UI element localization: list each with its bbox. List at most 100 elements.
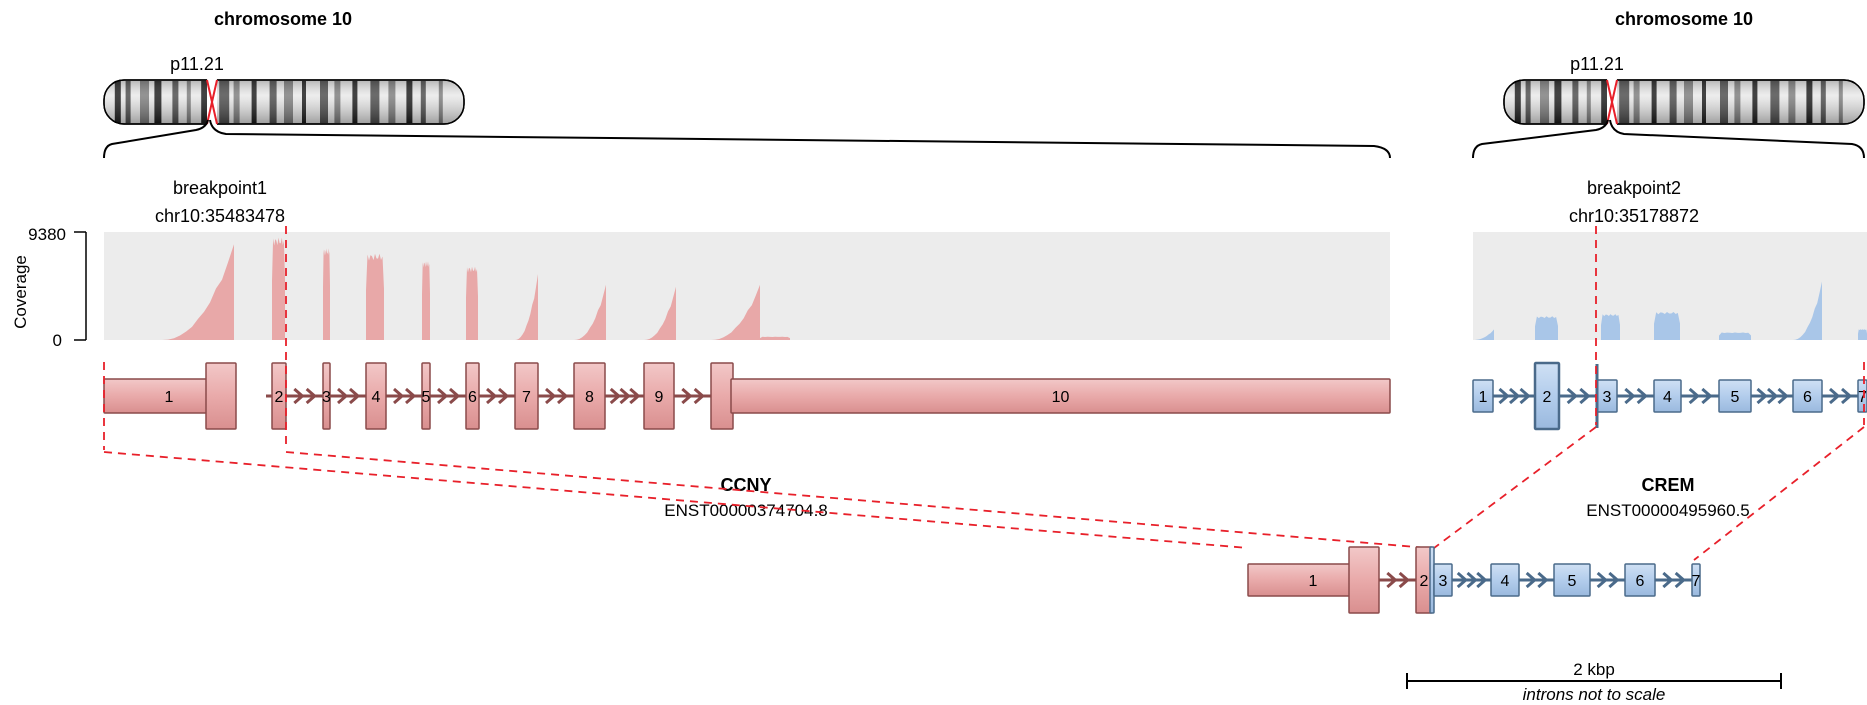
breakpoint1-position: chr10:35483478	[155, 206, 285, 226]
intron-arrow	[1456, 571, 1468, 589]
ccny-exon-10-label: 10	[1052, 389, 1070, 406]
coverage-peak	[1473, 329, 1494, 340]
zoom-bracket-left-a	[103, 119, 209, 159]
intron-arrow	[337, 387, 348, 405]
coverage-peak	[711, 284, 760, 340]
coverage-peak	[1535, 316, 1558, 340]
ccny-exon-4-label: 4	[372, 389, 381, 406]
crem-exon-5	[1718, 379, 1752, 413]
coverage-peak	[162, 244, 234, 340]
intron-arrow	[1829, 387, 1840, 405]
coverage-peak	[323, 248, 330, 340]
coverage-peak	[466, 266, 478, 340]
intron-arrow	[1701, 387, 1712, 405]
fusion-exon-2-label: 2	[1420, 573, 1429, 590]
intron-arrow	[1537, 571, 1548, 589]
coverage-peak	[272, 237, 285, 340]
intron-arrow	[449, 387, 460, 405]
breakpoint-guides	[103, 226, 1865, 561]
chromosome-shading	[103, 79, 465, 125]
breakpoint2-label: breakpoint2	[1587, 178, 1681, 198]
fusion-exon-4	[1490, 563, 1520, 597]
fusion-exon-6	[1624, 563, 1656, 597]
intron-arrow	[1608, 571, 1619, 589]
ccny-exon-5-label: 5	[422, 389, 431, 406]
transcript-id-right: ENST00000495960.5	[1586, 501, 1750, 520]
intron-arrow	[1466, 571, 1477, 589]
fusion-end-guide	[1693, 426, 1865, 561]
scale-note: introns not to scale	[1523, 685, 1666, 704]
intron-arrow	[1688, 387, 1700, 405]
band-label-right: p11.21	[1570, 54, 1624, 74]
intron-arrow	[619, 387, 630, 405]
crem-exon-3-label: 3	[1603, 389, 1612, 406]
zoom-bracket-left-b	[209, 119, 1391, 159]
intron-arrow	[1756, 387, 1767, 405]
intron-arrow	[405, 387, 416, 405]
intron-arrow	[693, 387, 705, 405]
intron-arrow	[1579, 387, 1590, 405]
intron-arrow	[1519, 387, 1530, 405]
breakpoint2-position: chr10:35178872	[1569, 206, 1699, 226]
ccny-exon-1-label: 1	[165, 389, 174, 406]
ccny-exon-6	[465, 362, 480, 430]
coverage-min-label: 0	[53, 331, 62, 350]
fusion-bp2-guide	[1433, 426, 1597, 549]
intron-arrow	[1767, 387, 1778, 405]
fusion-start-guide	[103, 451, 1249, 549]
coverage-peak	[1719, 332, 1751, 340]
chromosome-title-right: chromosome 10	[1615, 9, 1753, 29]
coverage-track-right	[1473, 281, 1867, 340]
crem-exon-2-label: 2	[1543, 389, 1552, 406]
ccny-exon-1-cds	[205, 362, 237, 430]
breakpoint-marker	[206, 79, 218, 125]
fusion-exon-5	[1553, 563, 1591, 597]
fusion-exon-6-label: 6	[1636, 573, 1645, 590]
ccny-exon-4	[365, 362, 387, 430]
chromosome-title-left: chromosome 10	[214, 9, 352, 29]
coverage-peak	[574, 284, 606, 340]
breakpoint-marker	[1606, 79, 1618, 125]
coverage-axis-label: Coverage	[11, 255, 30, 329]
coverage-peak	[1654, 312, 1680, 340]
chromosome-shading	[1503, 79, 1865, 125]
fusion-exon-3-label: 3	[1439, 573, 1448, 590]
intron-arrow	[1525, 571, 1537, 589]
crem-exon-2	[1533, 361, 1561, 431]
fusion-exon-5-label: 5	[1568, 573, 1577, 590]
intron-arrow	[545, 387, 556, 405]
coverage-peak	[515, 274, 538, 340]
fusion-exon-7-label: 7	[1692, 573, 1701, 590]
ccny-exon-8	[573, 362, 606, 430]
band-label-left: p11.21	[170, 54, 224, 74]
intron-arrow	[1841, 387, 1852, 405]
intron-arrow	[609, 387, 621, 405]
fusion-exon-3	[1433, 563, 1453, 597]
crem-exon-6	[1792, 379, 1823, 413]
fusion-exon-4-label: 4	[1501, 573, 1510, 590]
transcript-id-left: ENST00000374704.8	[664, 501, 828, 520]
crem-exon-4	[1653, 379, 1682, 413]
intron-arrow	[629, 387, 640, 405]
coverage-peak	[366, 253, 384, 340]
intron-arrow	[1498, 387, 1509, 405]
intron-arrow	[1596, 571, 1608, 589]
coverage-track-left	[162, 237, 790, 340]
intron-arrow	[1777, 387, 1788, 405]
ccny-exon-8-label: 8	[585, 389, 594, 406]
ccny-exon-5	[421, 362, 431, 430]
intron-arrow	[486, 387, 497, 405]
crem-exon-4-label: 4	[1663, 389, 1672, 406]
crem-exon-7-label: 7	[1858, 389, 1867, 406]
fusion-bp1-guide	[285, 451, 1429, 549]
crem-exon-7	[1857, 379, 1867, 413]
intron-arrow	[1386, 571, 1397, 589]
intron-arrow	[681, 387, 692, 405]
coverage-peak	[760, 336, 790, 340]
intron-arrow	[349, 387, 360, 405]
intron-arrow	[1476, 571, 1487, 589]
intron-arrow	[305, 387, 317, 405]
